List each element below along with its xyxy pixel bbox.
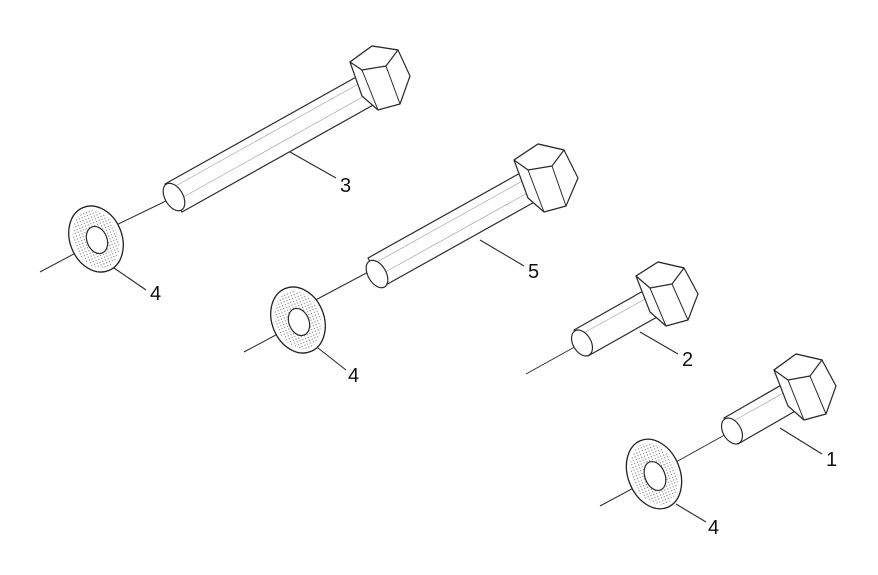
bolt-3-hex-top [349,45,399,71]
bolt-3-shank-end [162,182,186,212]
callout-2: 2 [682,349,693,371]
leader-3 [289,151,337,179]
washer-4-middle [243,286,326,354]
leader-4-left [113,267,147,291]
callout-5: 5 [528,261,539,283]
bolt-2-shank-end [570,329,594,357]
bolt-3-axis [109,199,169,229]
callout-4-bottom: 4 [708,517,719,539]
bolt-5-shank [367,171,539,287]
bolt-5-hex-top [513,143,565,171]
callout-4-left: 4 [150,283,161,305]
bolt-1 [675,353,837,463]
bolt-3 [109,45,411,229]
leader-1 [779,427,823,455]
washer-4-left-hole [85,225,109,255]
bolt-2-hex-top [635,261,685,289]
bolt-2-axis [525,343,581,375]
bolt-5-shank-end [365,259,389,289]
callout-3: 3 [340,175,351,197]
bolt-5 [307,143,579,305]
leader-4-bottom [675,503,707,523]
washer-4-middle-hole [287,307,311,337]
leader-2 [639,331,679,355]
bolt-2 [525,261,699,375]
callout-1: 1 [826,449,837,471]
bolt-1-axis [675,431,731,463]
bolt-1-hex-top [773,353,823,381]
leader-5 [479,239,525,267]
bolt-5-axis [307,269,373,305]
washer-4-bottom [599,438,683,510]
callout-4-middle: 4 [348,365,359,387]
bolt-1-shank-end [720,417,744,445]
washer-4-left [39,205,124,273]
washer-4-bottom-hole [643,460,667,492]
leader-4-middle [317,347,347,371]
